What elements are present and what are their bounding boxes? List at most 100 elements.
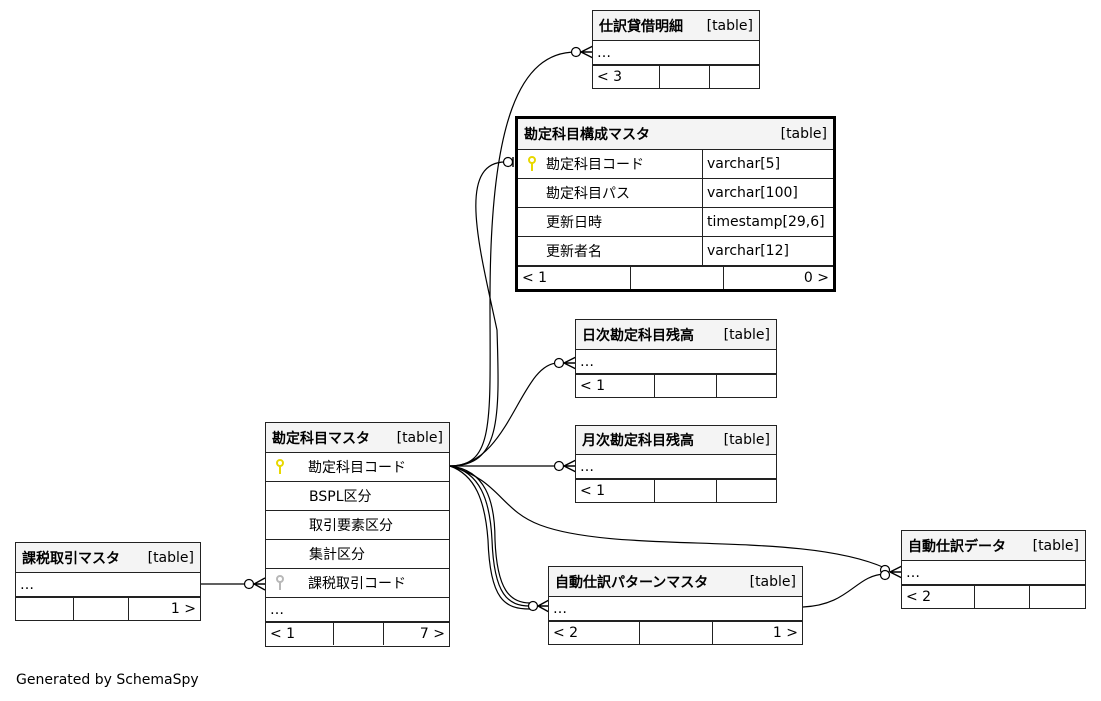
table-name: 月次勘定科目残高 [582,433,694,449]
table-header: 仕訳貸借明細 [table] [593,11,759,41]
table-name: 自動仕訳パターンマスタ [555,574,709,591]
table-footer: < 2 [902,585,1085,608]
footer-cell [640,622,713,644]
more-columns: … [20,576,34,593]
table-header: 日次勘定科目残高 [table] [576,320,776,350]
more-columns-row: … [576,350,776,374]
table-name: 勘定科目マスタ [272,430,370,447]
more-columns: … [597,44,611,61]
parents-count[interactable]: < 2 [902,586,975,608]
children-count[interactable]: 7 > [419,626,445,642]
column-row[interactable]: 取引要素区分 [266,511,449,540]
footer-cell [74,598,129,620]
column-name: 更新者名 [518,237,703,265]
children-count[interactable]: 1 > [170,601,196,617]
column-name: 勘定科目コード [308,460,406,476]
table-footer: < 2 1 > [549,621,802,644]
more-columns-row: … [549,597,802,621]
footer-cell [975,586,1030,608]
column-row[interactable]: BSPL区分 [266,482,449,511]
table-footer: 1 > [16,597,200,620]
table-footer: < 3 [593,65,759,88]
parents-count[interactable]: < 3 [593,66,660,88]
column-row[interactable]: 勘定科目コード [266,453,449,482]
table-nichiji-kanjou-kamoku-zandaka[interactable]: 日次勘定科目残高 [table] … < 1 [575,319,777,398]
children-count[interactable] [710,66,759,88]
column-row[interactable]: 課税取引コード [266,569,449,598]
parents-count[interactable]: < 1 [576,375,655,397]
table-header: 自動仕訳パターンマスタ [table] [549,567,802,597]
link-kamoku-nichiji [449,362,559,467]
more-columns: … [580,353,594,370]
table-type: [table] [749,573,796,590]
children-count[interactable]: 0 > [803,270,829,286]
column-name: 取引要素区分 [309,518,393,534]
link-kamoku-pattern-3 [449,465,531,610]
link-kamoku-pattern-1 [449,465,531,604]
primary-key-icon [276,459,284,475]
link-pattern-jidou [802,573,886,608]
table-type: [table] [706,17,753,34]
table-type: [table] [780,126,827,142]
column-type: timestamp[29,6] [707,214,825,230]
column-row[interactable]: 更新日時 timestamp[29,6] [518,208,833,237]
parents-count[interactable]: < 1 [518,267,631,289]
table-name: 課税取引マスタ [22,550,120,567]
table-name: 自動仕訳データ [908,538,1006,555]
column-name: 課税取引コード [308,576,406,592]
parents-count[interactable]: < 2 [549,622,640,644]
column-type: varchar[100] [707,185,798,201]
more-columns: … [580,458,594,475]
more-columns: … [553,600,567,617]
more-columns-row: … [266,598,449,622]
table-header: 勘定科目マスタ [table] [266,423,449,453]
column-type: varchar[12] [707,243,789,259]
link-kamoku-kousei [449,161,508,467]
table-footer: < 1 7 > [266,622,449,645]
table-type: [table] [723,326,770,343]
table-type: [table] [1032,537,1079,554]
table-type: [table] [396,429,443,446]
table-footer: < 1 0 > [518,266,833,289]
table-kanjou-kamoku-master[interactable]: 勘定科目マスタ [table] 勘定科目コード BSPL区分 取引要素区分 集計… [265,422,450,647]
table-header: 自動仕訳データ [table] [902,531,1085,561]
table-header: 勘定科目構成マスタ [table] [518,119,833,150]
table-footer: < 1 [576,374,776,397]
table-jidou-shiwake-data[interactable]: 自動仕訳データ [table] … < 2 [901,530,1086,609]
footer-cell [334,623,384,645]
children-count[interactable] [717,480,776,502]
children-count[interactable] [717,375,776,397]
table-name: 勘定科目構成マスタ [524,127,650,143]
column-name: 集計区分 [309,547,365,563]
column-row[interactable]: 勘定科目コード varchar[5] [518,150,833,179]
more-columns-row: … [576,455,776,479]
column-row[interactable]: 勘定科目パス varchar[100] [518,179,833,208]
table-name: 仕訳貸借明細 [599,18,683,35]
parents-count[interactable]: < 1 [576,480,655,502]
generated-by-label: Generated by SchemaSpy [16,672,199,688]
column-type: varchar[5] [707,156,781,172]
column-row[interactable]: 集計区分 [266,540,449,569]
parents-count [16,598,74,620]
table-kazei-torihiki-master[interactable]: 課税取引マスタ [table] … 1 > [15,542,201,621]
table-kanjou-kamoku-kousei-master[interactable]: 勘定科目構成マスタ [table] 勘定科目コード varchar[5] 勘定科… [515,116,836,292]
more-columns-row: … [16,573,200,597]
table-name: 日次勘定科目残高 [582,327,694,344]
table-shiwake-taishaku-meisai[interactable]: 仕訳貸借明細 [table] … < 3 [592,10,760,89]
footer-cell [655,375,717,397]
table-footer: < 1 [576,479,776,502]
table-type: [table] [723,432,770,448]
children-count[interactable] [1030,586,1085,608]
primary-key-icon [528,156,536,172]
table-jidou-shiwake-pattern-master[interactable]: 自動仕訳パターンマスタ [table] … < 2 1 > [548,566,803,645]
column-name: 勘定科目パス [518,179,703,207]
table-header: 課税取引マスタ [table] [16,543,200,573]
footer-cell [631,267,724,289]
foreign-key-icon [276,575,284,591]
more-columns-row: … [593,41,759,65]
column-row[interactable]: 更新者名 varchar[12] [518,237,833,266]
more-columns: … [906,564,920,581]
parents-count[interactable]: < 1 [266,623,334,645]
children-count[interactable]: 1 > [772,625,798,641]
table-getsuji-kanjou-kamoku-zandaka[interactable]: 月次勘定科目残高 [table] … < 1 [575,425,777,503]
